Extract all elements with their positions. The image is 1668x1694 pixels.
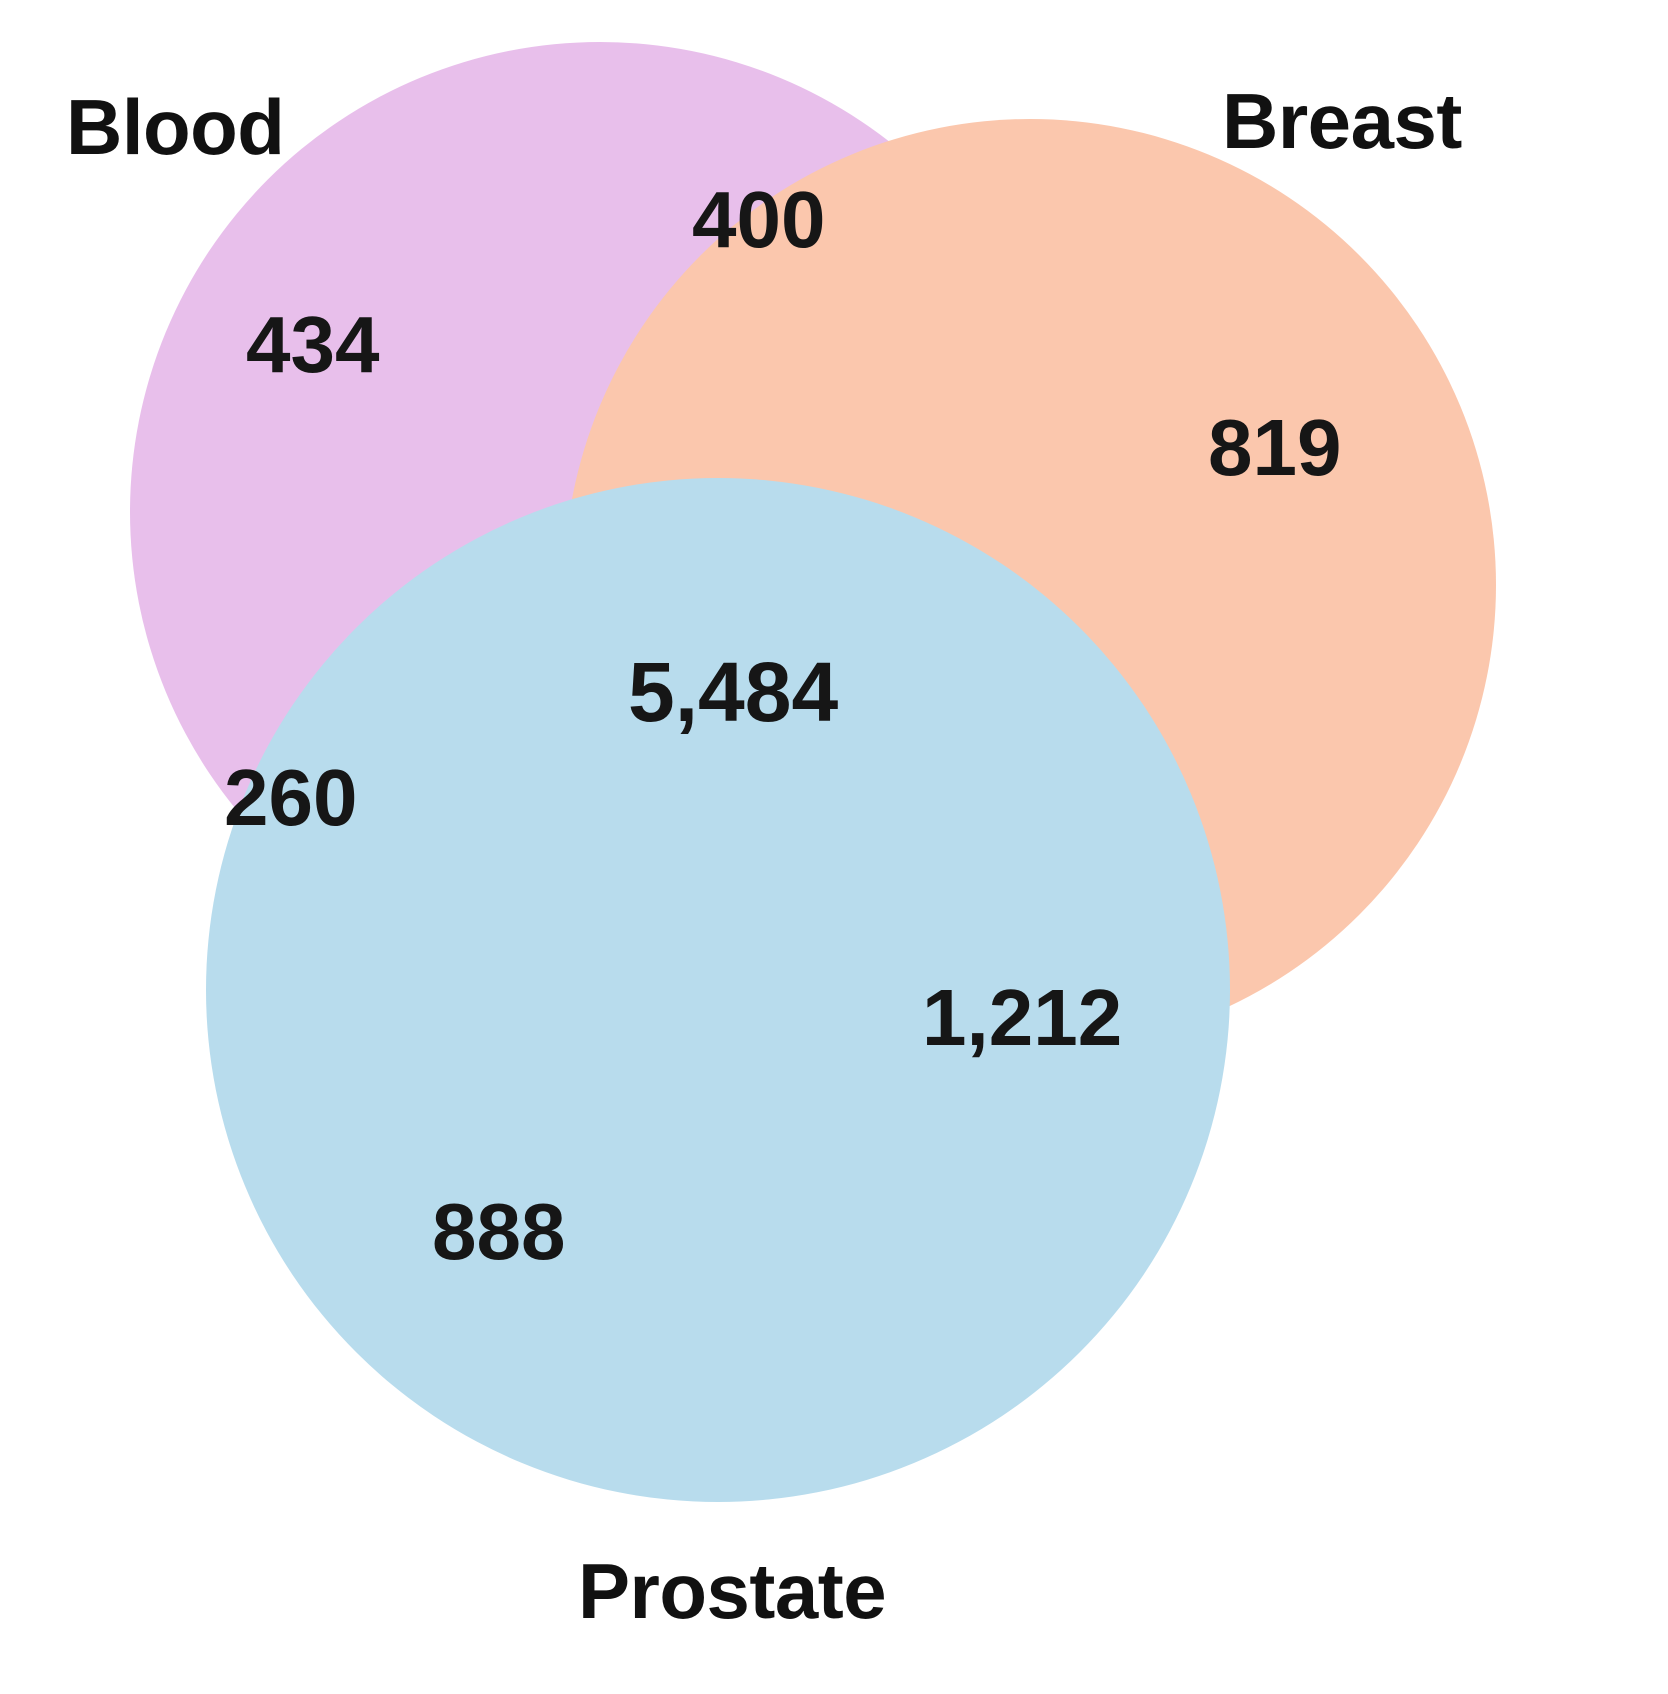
- set-label-blood: Blood: [66, 83, 285, 171]
- count-all-three-overlap: 5,484: [628, 645, 839, 739]
- count-blood-breast-overlap: 400: [692, 175, 826, 264]
- count-prostate-only: 888: [432, 1187, 566, 1276]
- count-breast-prostate-overlap: 1,212: [922, 973, 1123, 1062]
- set-label-prostate: Prostate: [578, 1547, 887, 1635]
- count-blood-only: 434: [246, 300, 380, 389]
- circle-prostate: [206, 478, 1230, 1502]
- count-blood-prostate-overlap: 260: [224, 753, 358, 842]
- set-label-breast: Breast: [1222, 77, 1462, 165]
- count-breast-only: 819: [1208, 403, 1342, 492]
